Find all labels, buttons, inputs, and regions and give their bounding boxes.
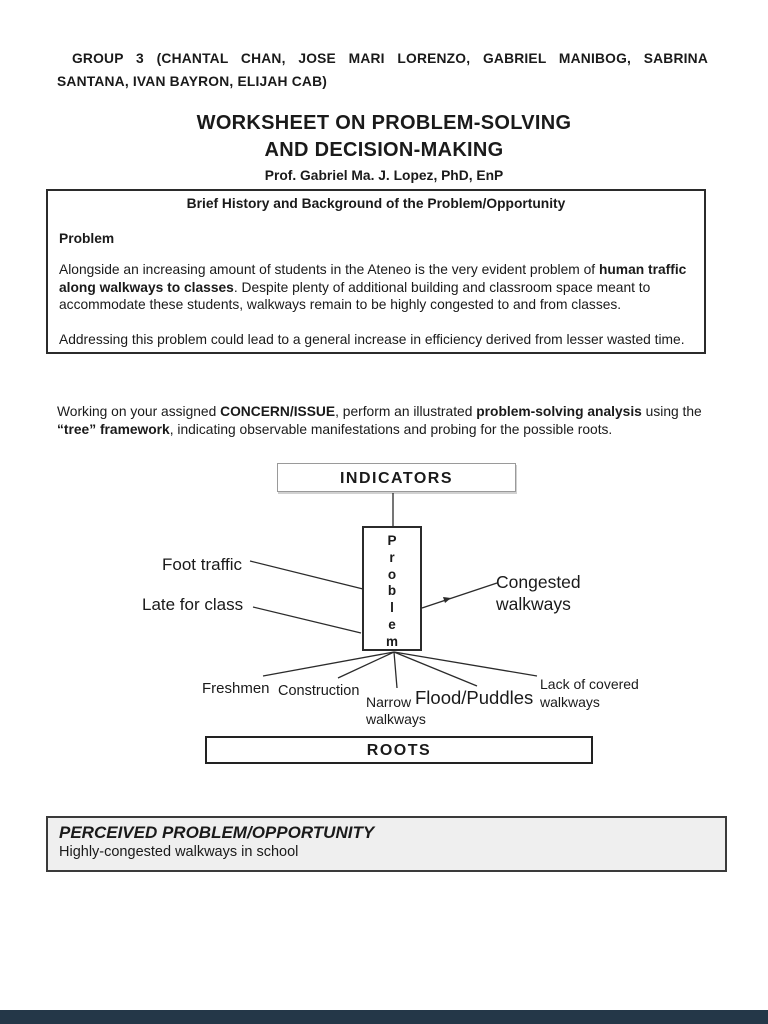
instruction-bold-concern: CONCERN/ISSUE bbox=[220, 403, 336, 419]
history-paragraph-1-bold: human traffic along walkways to classes bbox=[59, 261, 687, 295]
indicator-label-late-for-class: Late for class bbox=[142, 595, 244, 614]
history-paragraph-1-part-2: . Despite plenty of additional building … bbox=[59, 279, 651, 313]
instruction-paragraph: Working on your assigned CONCERN/ISSUE, … bbox=[57, 403, 717, 440]
root-label-lack-of-covered-walkways: Lack of covered walkways bbox=[540, 676, 639, 710]
professor-name: Prof. Gabriel Ma. J. Lopez, PhD, EnP bbox=[264, 168, 504, 183]
instruction-part-4: , indicating observable manifestations a… bbox=[169, 422, 613, 438]
history-paragraph-1: Alongside an increasing amount of studen… bbox=[59, 261, 693, 314]
brief-history-heading: Brief History and Background of the Prob… bbox=[186, 196, 566, 211]
instruction-part-2: , perform an illustrated bbox=[335, 403, 477, 419]
instruction-bold-analysis: problem-solving analysis bbox=[476, 403, 642, 419]
group-members-line-1: GROUP 3 (CHANTAL CHAN, JOSE MARI LORENZO… bbox=[72, 51, 708, 66]
instruction-part-3: using the bbox=[641, 403, 702, 419]
worksheet-title-line-2: AND DECISION-MAKING bbox=[264, 139, 504, 161]
worksheet-title-block: WORKSHEET ON PROBLEM-SOLVING AND DECISIO… bbox=[0, 110, 768, 185]
root-label-construction: Construction bbox=[278, 683, 360, 699]
instruction-bold-framework: “tree” framework bbox=[57, 422, 170, 438]
worksheet-title-line-1: WORKSHEET ON PROBLEM-SOLVING bbox=[196, 112, 572, 134]
root-label-narrow-walkways: Narrow walkways bbox=[366, 694, 426, 727]
roots-box: ROOTS bbox=[205, 736, 593, 764]
perceived-problem-text: Highly-congested walkways in school bbox=[59, 844, 299, 860]
instruction-part-1: Working on your assigned bbox=[57, 403, 221, 419]
perceived-problem-heading: PERCEIVED PROBLEM/OPPORTUNITY bbox=[59, 823, 375, 842]
group-members-line-2: SANTANA, IVAN BAYRON, ELIJAH CAB) bbox=[57, 74, 328, 89]
viewer-footer-bar[interactable] bbox=[0, 1010, 768, 1024]
history-paragraph-1-part-1: Alongside an increasing amount of studen… bbox=[59, 261, 599, 277]
group-members-block: GROUP 3 (CHANTAL CHAN, JOSE MARI LORENZO… bbox=[57, 47, 708, 93]
indicators-box: INDICATORS bbox=[277, 463, 516, 492]
arrowhead-icon bbox=[443, 597, 451, 603]
indicator-label-congested-walkways: Congested walkways bbox=[496, 572, 581, 614]
perceived-problem-box: PERCEIVED PROBLEM/OPPORTUNITY Highly-con… bbox=[46, 816, 727, 872]
indicator-label-foot-traffic: Foot traffic bbox=[162, 555, 242, 574]
brief-history-box: Brief History and Background of the Prob… bbox=[46, 189, 706, 354]
problem-label: Problem bbox=[59, 230, 115, 246]
history-paragraph-2: Addressing this problem could lead to a … bbox=[59, 331, 685, 347]
problem-box: P r o b l e m bbox=[362, 526, 422, 651]
root-label-flood-puddles: Flood/Puddles bbox=[415, 687, 534, 708]
root-label-freshmen: Freshmen bbox=[202, 680, 270, 697]
